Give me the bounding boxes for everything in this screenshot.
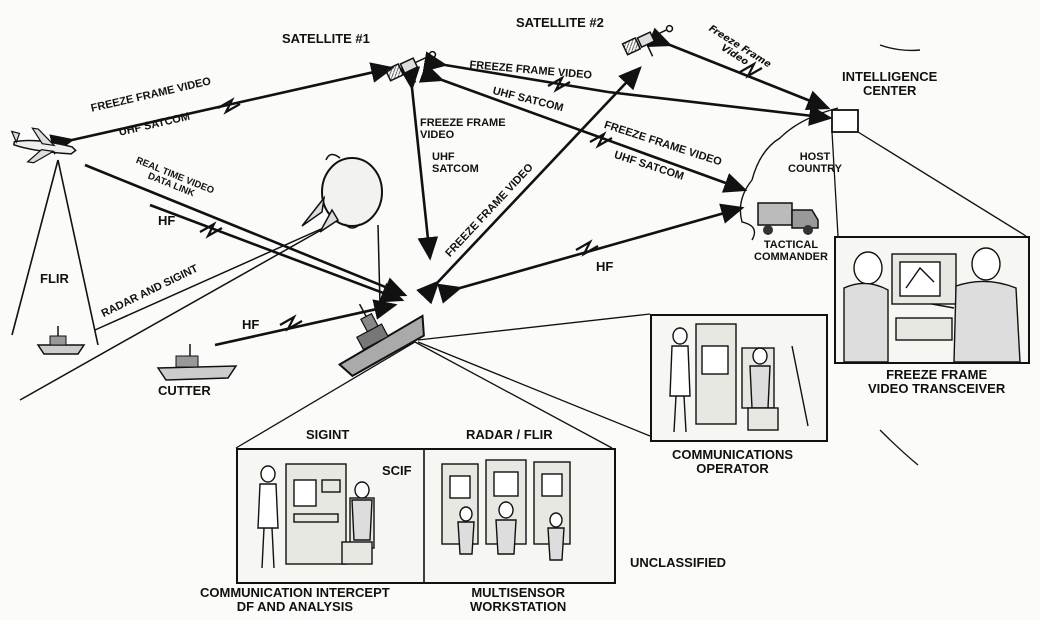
freeze-frame-transceiver-panel <box>834 236 1030 364</box>
hf-tactical-label: HF <box>596 260 613 274</box>
intelligence-center-label: INTELLIGENCE CENTER <box>842 70 937 97</box>
satellite1-ship-uhf-line2: SATCOM <box>432 164 479 176</box>
communications-operator-panel <box>650 314 828 442</box>
intelligence-center-line2: CENTER <box>842 84 937 98</box>
hf-aircraft-label: HF <box>158 214 175 228</box>
cutter-ship-icon <box>158 344 236 380</box>
classification-label: UNCLASSIFIED <box>630 556 726 570</box>
sigint-radar-workstation-panel <box>236 448 616 584</box>
host-country-line2: COUNTRY <box>788 164 842 176</box>
transceiver-label: FREEZE FRAME VIDEO TRANSCEIVER <box>868 368 1005 395</box>
multisensor-label: MULTISENSOR WORKSTATION <box>470 586 566 613</box>
satellite-2-label: SATELLITE #2 <box>516 16 604 30</box>
communications-operator-illustration <box>652 316 826 440</box>
workstation-illustration <box>238 450 614 582</box>
flir-cone <box>12 160 98 345</box>
command-ship-icon <box>319 281 432 379</box>
transceiver-illustration <box>836 238 1028 362</box>
transceiver-line2: VIDEO TRANSCEIVER <box>868 382 1005 396</box>
host-country-label: HOST COUNTRY <box>788 152 842 175</box>
hf-tactical-link <box>460 208 742 288</box>
transceiver-line1: FREEZE FRAME <box>868 368 1005 382</box>
satellite1-ship-uhf-label: UHF SATCOM <box>432 152 479 175</box>
surveillance-aircraft-icon <box>8 125 78 168</box>
satellite-2-icon <box>623 22 680 66</box>
radar-flir-label: RADAR / FLIR <box>466 428 553 442</box>
aerostat-balloon-icon <box>302 154 382 232</box>
satellite1-ship-video-line2: VIDEO <box>420 130 506 142</box>
comm-intercept-line2: DF AND ANALYSIS <box>200 600 390 614</box>
intelligence-center-line1: INTELLIGENCE <box>842 70 937 84</box>
sigint-label: SIGINT <box>306 428 349 442</box>
radio-zigzag-symbols <box>200 64 762 329</box>
cutter-label: CUTTER <box>158 384 211 398</box>
scif-label: SCIF <box>382 464 412 478</box>
intelligence-center-box <box>832 110 858 132</box>
comm-intercept-line1: COMMUNICATION INTERCEPT <box>200 586 390 600</box>
hf-cutter-label: HF <box>242 318 259 332</box>
satellite-1-label: SATELLITE #1 <box>282 32 370 46</box>
tactical-commander-line1: TACTICAL <box>754 240 828 252</box>
comm-intercept-label: COMMUNICATION INTERCEPT DF AND ANALYSIS <box>200 586 390 613</box>
multisensor-line2: WORKSTATION <box>470 600 566 614</box>
tactical-commander-label: TACTICAL COMMANDER <box>754 240 828 263</box>
multisensor-line1: MULTISENSOR <box>470 586 566 600</box>
tactical-commander-line2: COMMANDER <box>754 252 828 264</box>
satellite-1-icon <box>386 48 443 92</box>
flir-label: FLIR <box>40 272 69 286</box>
satellite1-ship-uhf-line1: UHF <box>432 152 479 164</box>
satellite1-ship-video-line1: FREEZE FRAME <box>420 118 506 130</box>
communications-operator-line2: OPERATOR <box>672 462 793 476</box>
satellite1-ship-link <box>412 88 430 258</box>
satellite1-ship-video-label: FREEZE FRAME VIDEO <box>420 118 506 141</box>
small-boat-icon <box>38 326 84 354</box>
communications-operator-line1: COMMUNICATIONS <box>672 448 793 462</box>
host-country-line1: HOST <box>788 152 842 164</box>
communications-operator-label: COMMUNICATIONS OPERATOR <box>672 448 793 475</box>
tactical-truck-icon <box>758 203 818 235</box>
